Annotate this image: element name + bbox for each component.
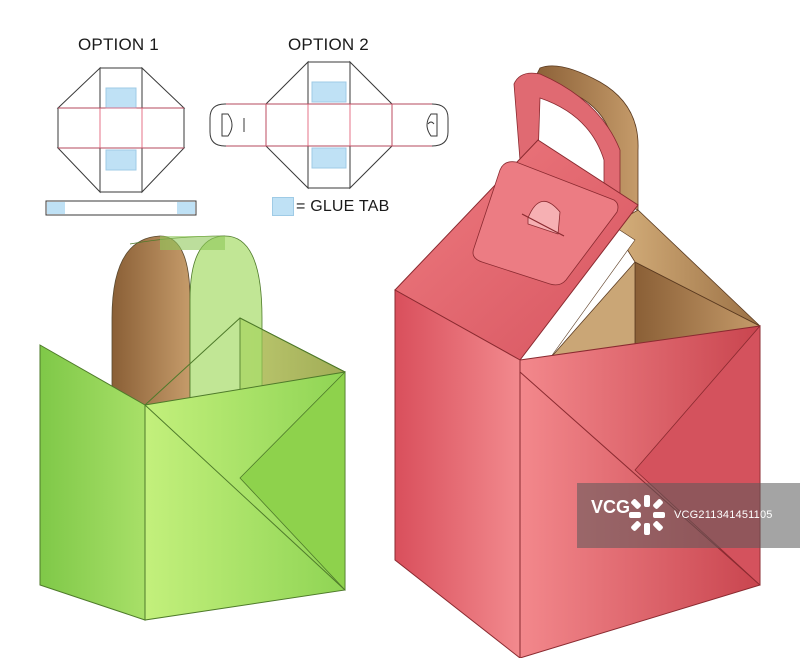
fold-lines-option-1 bbox=[58, 107, 184, 149]
green-carrier-box bbox=[39, 235, 346, 621]
watermark-id: VCG211341451105 bbox=[674, 509, 773, 521]
glue-tab-legend: = GLUE TAB bbox=[296, 198, 390, 215]
burst-icon bbox=[629, 495, 665, 535]
fold-lines-option-2 bbox=[226, 103, 432, 147]
watermark: VCG VCG211341451105 bbox=[577, 483, 800, 548]
handle-cutouts-option-2 bbox=[221, 113, 438, 137]
red-carrier-box bbox=[394, 65, 761, 658]
glue-strip-option-1 bbox=[45, 200, 197, 216]
glue-tab-swatch bbox=[272, 197, 294, 216]
dieline-option-2 bbox=[209, 60, 449, 190]
watermark-logo: VCG bbox=[591, 497, 631, 517]
dieline-option-1 bbox=[56, 66, 186, 194]
option-2-label: OPTION 2 bbox=[288, 35, 369, 54]
option-1-label: OPTION 1 bbox=[78, 35, 159, 54]
